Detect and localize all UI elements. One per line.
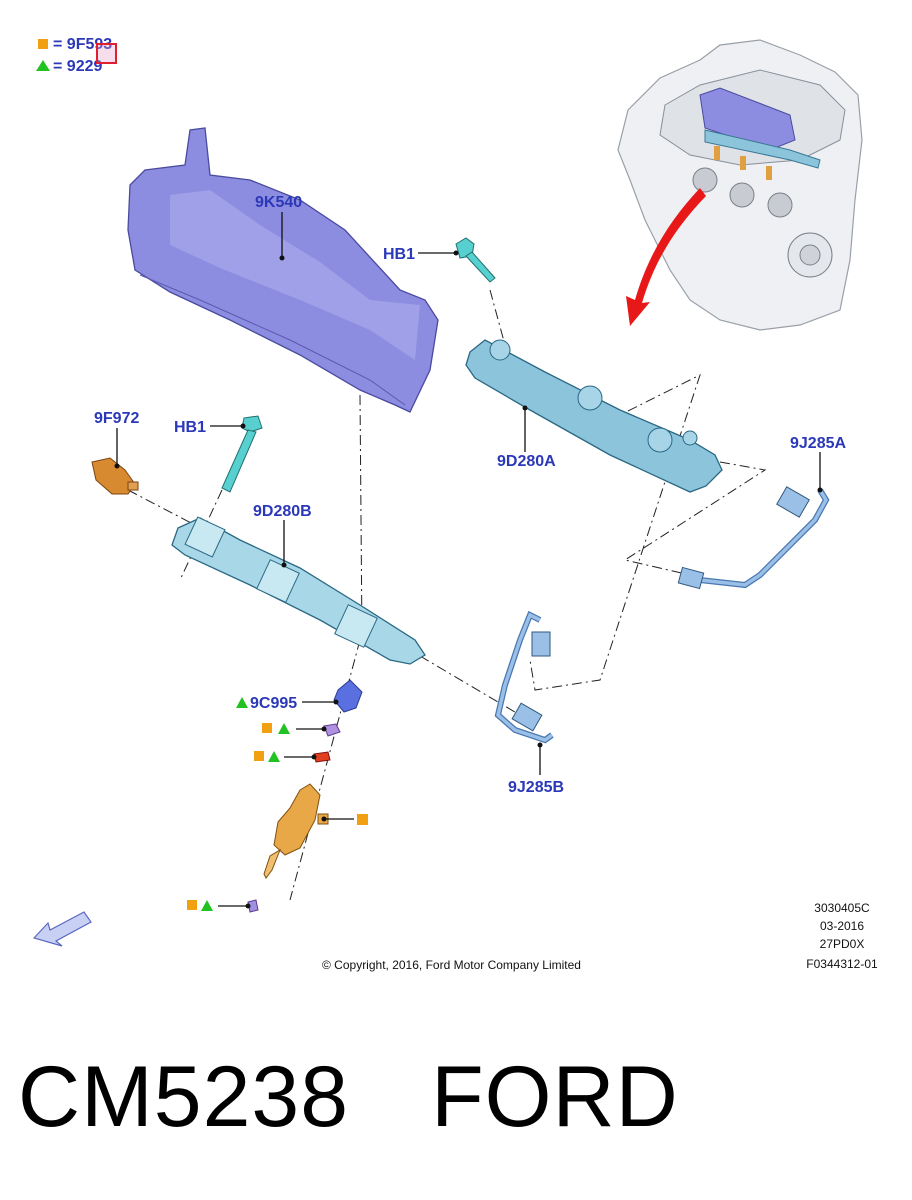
assembly-lines xyxy=(127,289,767,901)
copyright-text: © Copyright, 2016, Ford Motor Company Li… xyxy=(322,958,581,972)
label-9f972: 9F972 xyxy=(94,410,139,427)
heat-shield-9k540[interactable] xyxy=(127,127,439,413)
brand-name: FORD xyxy=(431,1049,679,1145)
info-model: 27PD0X xyxy=(820,937,865,951)
label-hb1-left: HB1 xyxy=(174,419,206,436)
label-9c995: 9C995 xyxy=(250,695,297,712)
square-seal-icon xyxy=(187,900,197,910)
leader-lines xyxy=(114,212,823,909)
fuel-rail-9d280a[interactable] xyxy=(465,339,723,493)
selection-marker-icon[interactable] xyxy=(96,43,117,64)
triangle-9c995-icon xyxy=(236,697,248,708)
engine-overview-icon xyxy=(617,39,863,331)
bolt-hb1-left[interactable] xyxy=(221,415,263,493)
label-9d280a: 9D280A xyxy=(497,453,556,470)
o-ring-upper-icon xyxy=(323,723,341,737)
clip-9c995[interactable] xyxy=(333,679,363,713)
seal-tip-icon xyxy=(247,899,259,913)
footer-title: CM5238 FORD xyxy=(18,1048,679,1147)
fuel-line-9j285a[interactable] xyxy=(677,486,830,590)
triangle-seal-icon xyxy=(201,900,213,911)
bolt-hb1-top[interactable] xyxy=(455,237,496,283)
info-code: 3030405C xyxy=(814,901,870,915)
info-ref: F0344312-01 xyxy=(806,957,878,971)
legend-triangle-text: = 9229 xyxy=(53,58,102,75)
label-hb1-top: HB1 xyxy=(383,246,415,263)
label-9j285b: 9J285B xyxy=(508,779,564,796)
label-9j285a: 9J285A xyxy=(790,435,846,452)
square-oring2-icon xyxy=(254,751,264,761)
square-oring1-icon xyxy=(262,723,272,733)
back-arrow-icon[interactable] xyxy=(32,911,92,947)
fuel-injector[interactable] xyxy=(263,783,329,879)
square-injector-icon xyxy=(357,814,368,825)
pressure-sensor-9f972[interactable] xyxy=(91,457,139,495)
label-9d280b: 9D280B xyxy=(253,503,312,520)
info-date: 03-2016 xyxy=(820,919,864,933)
triangle-oring2-icon xyxy=(268,751,280,762)
fuel-rail-9d280b[interactable] xyxy=(171,516,426,665)
legend-square-icon xyxy=(38,39,48,49)
red-arrow-icon xyxy=(626,188,706,326)
legend-triangle-icon xyxy=(36,60,50,71)
part-number: CM5238 xyxy=(18,1049,350,1145)
parts-diagram: = 9F593 = 9229 xyxy=(32,36,878,972)
triangle-oring1-icon xyxy=(278,723,290,734)
o-ring-lower-icon xyxy=(313,751,331,763)
label-9k540: 9K540 xyxy=(255,194,302,211)
fuel-line-9j285b[interactable] xyxy=(494,610,554,744)
legend: = 9F593 = 9229 xyxy=(36,36,117,75)
